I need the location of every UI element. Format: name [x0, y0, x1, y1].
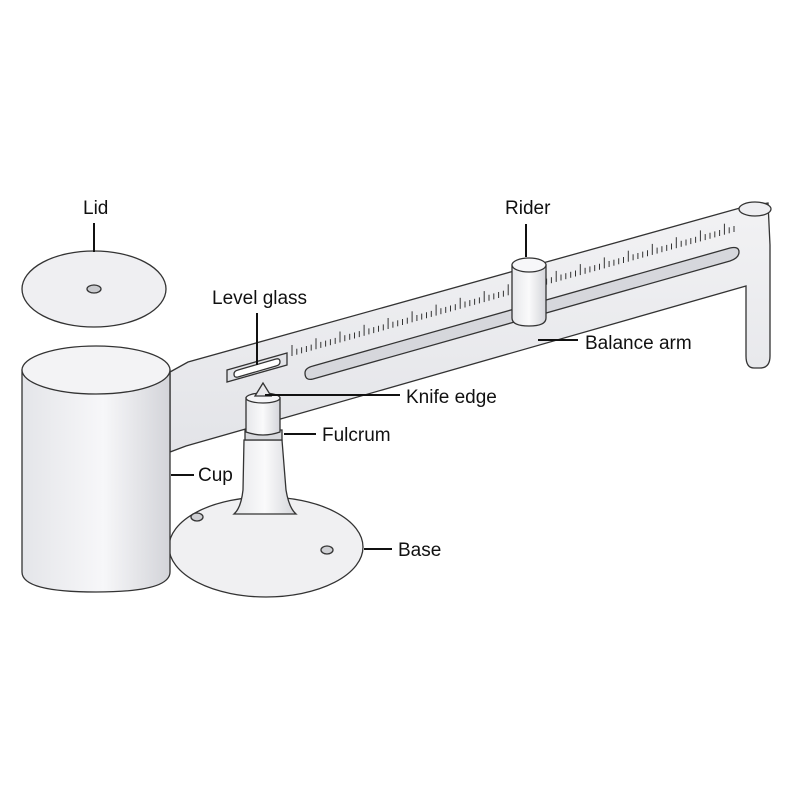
lid: [21, 250, 167, 328]
cup-body: [21, 369, 171, 593]
base-hole-left: [190, 512, 204, 522]
rider: [511, 257, 547, 327]
label-fulcrum: Fulcrum: [322, 425, 391, 446]
fulcrum-stand: [232, 381, 298, 515]
rider-body: [511, 264, 547, 327]
cup-rim: [21, 345, 171, 395]
knife-edge: [253, 381, 273, 397]
level-glass-tube: [233, 358, 281, 378]
lid-hole: [86, 284, 102, 294]
fulcrum-post: [232, 439, 298, 515]
rider-top: [511, 257, 547, 273]
fulcrum-head: [245, 397, 281, 436]
level-glass: [226, 352, 288, 383]
label-lid: Lid: [83, 198, 109, 219]
label-level-glass: Level glass: [212, 288, 308, 309]
cup: [21, 345, 171, 593]
label-base: Base: [398, 540, 442, 561]
leader-lines: [93, 223, 578, 550]
label-balance-arm: Balance arm: [585, 333, 692, 354]
label-rider: Rider: [505, 198, 551, 219]
base: [168, 496, 364, 598]
label-cup: Cup: [198, 465, 233, 486]
base-hole-right: [320, 545, 334, 555]
label-knife-edge: Knife edge: [406, 387, 497, 408]
arm-end-cap: [738, 201, 772, 217]
